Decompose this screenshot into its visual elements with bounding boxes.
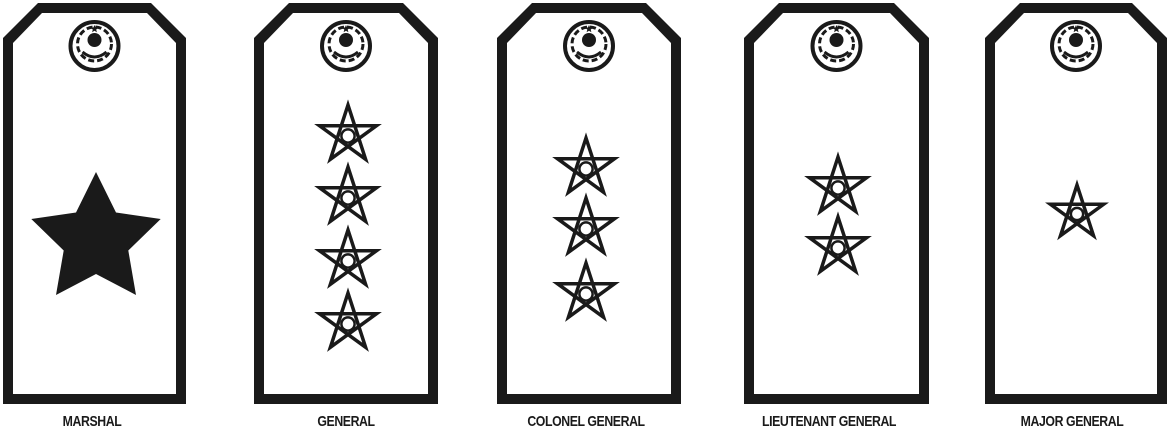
rank-label-major-general: MAJOR GENERAL [994, 413, 1150, 430]
shoulder-board [3, 3, 186, 404]
state-emblem-icon [1052, 22, 1100, 70]
shoulder-board [497, 3, 681, 404]
rank-label-marshal: MARSHAL [14, 413, 170, 430]
rank-label-colonel-general: COLONEL GENERAL [508, 413, 664, 430]
state-emblem-icon [322, 22, 370, 70]
rank-label-general: GENERAL [268, 413, 424, 430]
shoulder-board [744, 3, 929, 404]
state-emblem-icon [813, 22, 861, 70]
shoulder-board [254, 3, 438, 404]
state-emblem-icon [565, 22, 613, 70]
state-emblem-icon [71, 22, 119, 70]
rank-label-lieutenant-general: LIEUTENANT GENERAL [751, 413, 907, 430]
shoulder-board [985, 3, 1167, 404]
